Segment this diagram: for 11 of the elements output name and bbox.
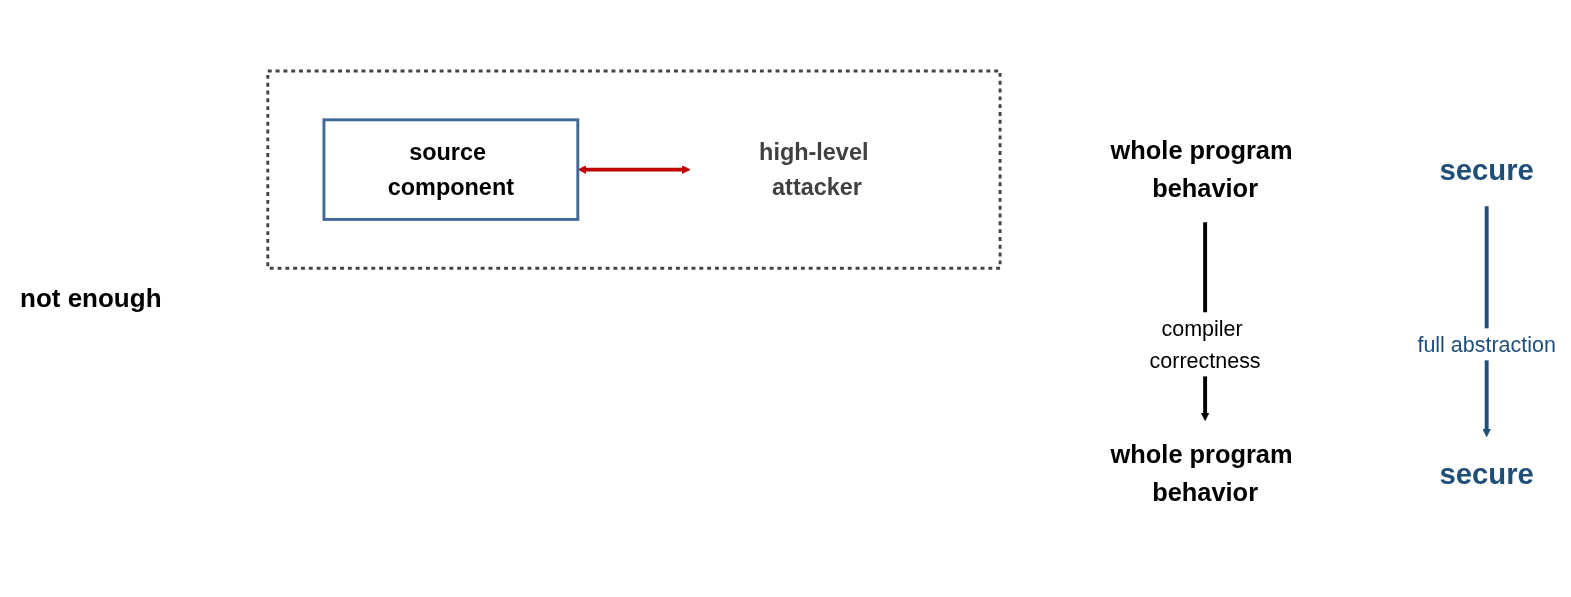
edge-label: compiler correctness bbox=[1149, 316, 1261, 373]
node-text: high-level attacker bbox=[759, 138, 869, 200]
node-box: source component bbox=[322, 118, 580, 221]
arrow bbox=[577, 165, 691, 174]
node-text: whole program behavior bbox=[1110, 135, 1293, 203]
edge-label: full abstraction bbox=[1417, 332, 1556, 357]
note-text: not enough bbox=[20, 283, 162, 314]
node-text: whole program behavior bbox=[1110, 439, 1293, 507]
node-text: secure bbox=[1439, 153, 1534, 186]
node-text: secure bbox=[1439, 457, 1534, 490]
cluster bbox=[266, 69, 1002, 270]
